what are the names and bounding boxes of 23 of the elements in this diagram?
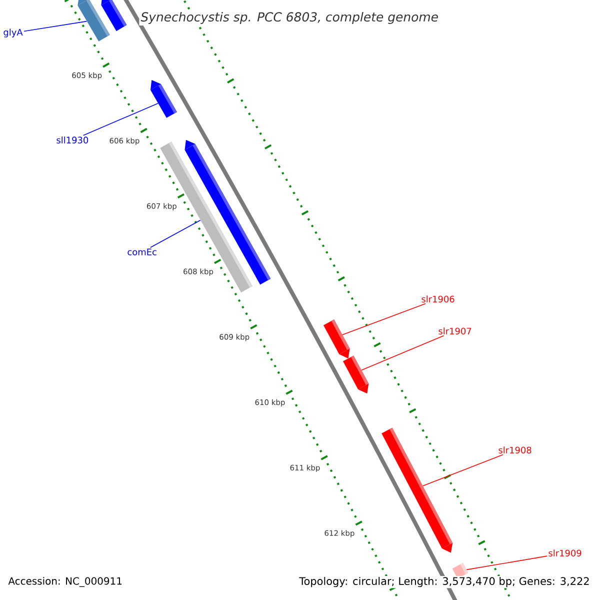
gene-feature: [150, 80, 177, 118]
gene-feature: [160, 142, 252, 293]
leader-line: [150, 220, 201, 248]
title: Synechocystis sp. PCC 6803, complete genome: [139, 10, 440, 26]
gene-feature: [78, 0, 110, 42]
accession-text: Accession: NC_000911: [7, 576, 124, 588]
leader-line: [422, 454, 504, 486]
leader-line: [342, 303, 426, 336]
gene-label: glyA: [4, 28, 23, 38]
gene-feature: [323, 320, 350, 358]
gene-label: slr1908: [498, 446, 532, 454]
gene-feature: [382, 428, 453, 553]
gene-label: sll1930: [56, 136, 88, 144]
gene-label: slr1909: [548, 550, 582, 556]
leader-line: [82, 103, 158, 136]
gene-label: slr1907: [438, 328, 472, 334]
leader-line: [361, 335, 444, 370]
leader-line: [466, 556, 548, 570]
gene-label: comEc: [128, 248, 156, 256]
leader-line: [24, 20, 88, 32]
gene-feature: [343, 356, 369, 394]
topology-text: Topology: circular; Length: 3,573,470 bp; Genes: 3,222: [298, 576, 591, 588]
gene-label: slr1906: [422, 296, 454, 302]
